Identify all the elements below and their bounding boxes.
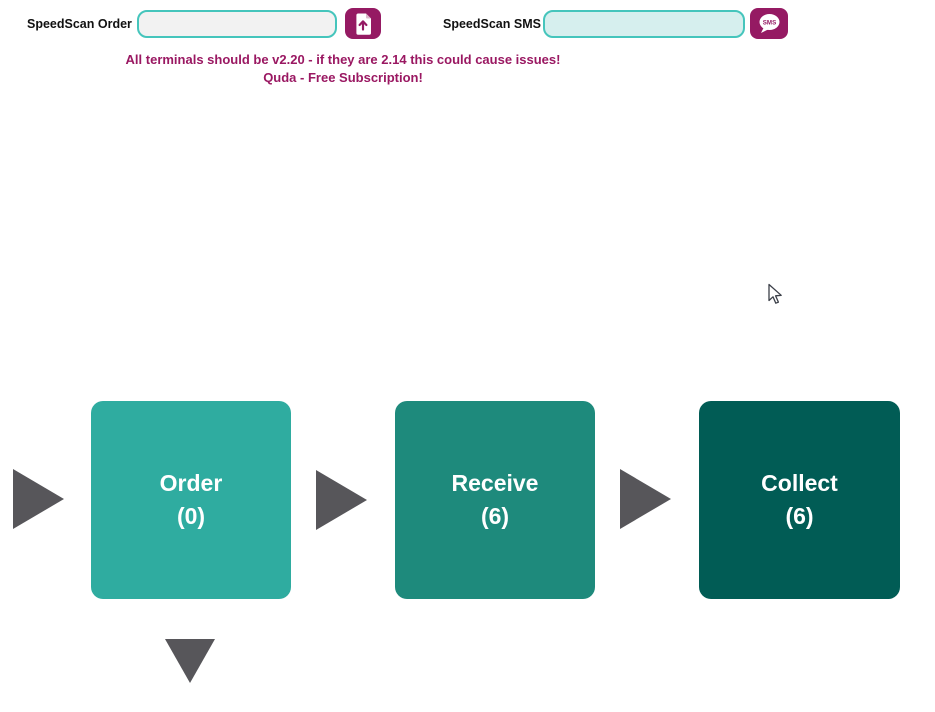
step-count: (0) — [176, 503, 206, 529]
sms-bubble-text: SMS — [763, 19, 776, 26]
mouse-cursor-icon — [764, 282, 786, 311]
notice-line-1: All terminals should be v2.20 - if they … — [125, 52, 561, 67]
sms-send-button[interactable]: SMS — [750, 8, 788, 39]
step-count: (6) — [480, 503, 510, 529]
step-label: Collect — [761, 470, 838, 496]
step-label: Order — [159, 470, 223, 496]
workflow-arrow-right-icon — [13, 469, 64, 529]
step-count: (6) — [785, 503, 814, 529]
workflow-step-order[interactable]: Order (0) — [91, 401, 291, 599]
workflow-arrow-right-icon — [316, 470, 367, 530]
workflow-step-receive[interactable]: Receive (6) — [395, 401, 595, 599]
sms-field-label: SpeedScan SMS — [443, 17, 541, 31]
order-upload-button[interactable] — [345, 8, 381, 39]
sms-bubble-icon: SMS — [756, 12, 782, 36]
workflow-arrow-right-icon — [620, 469, 671, 529]
notice-line-2: Quda - Free Subscription! — [263, 70, 423, 85]
terminal-version-notice: All terminals should be v2.20 - if they … — [0, 51, 686, 87]
workflow-step-collect[interactable]: Collect (6) — [699, 401, 900, 599]
speedscan-order-input[interactable] — [137, 10, 337, 38]
speedscan-sms-input[interactable] — [543, 10, 745, 38]
workflow-arrow-down-icon — [165, 639, 215, 683]
order-field-label: SpeedScan Order — [27, 17, 132, 31]
document-upload-icon — [352, 12, 374, 36]
step-label: Receive — [451, 470, 539, 496]
